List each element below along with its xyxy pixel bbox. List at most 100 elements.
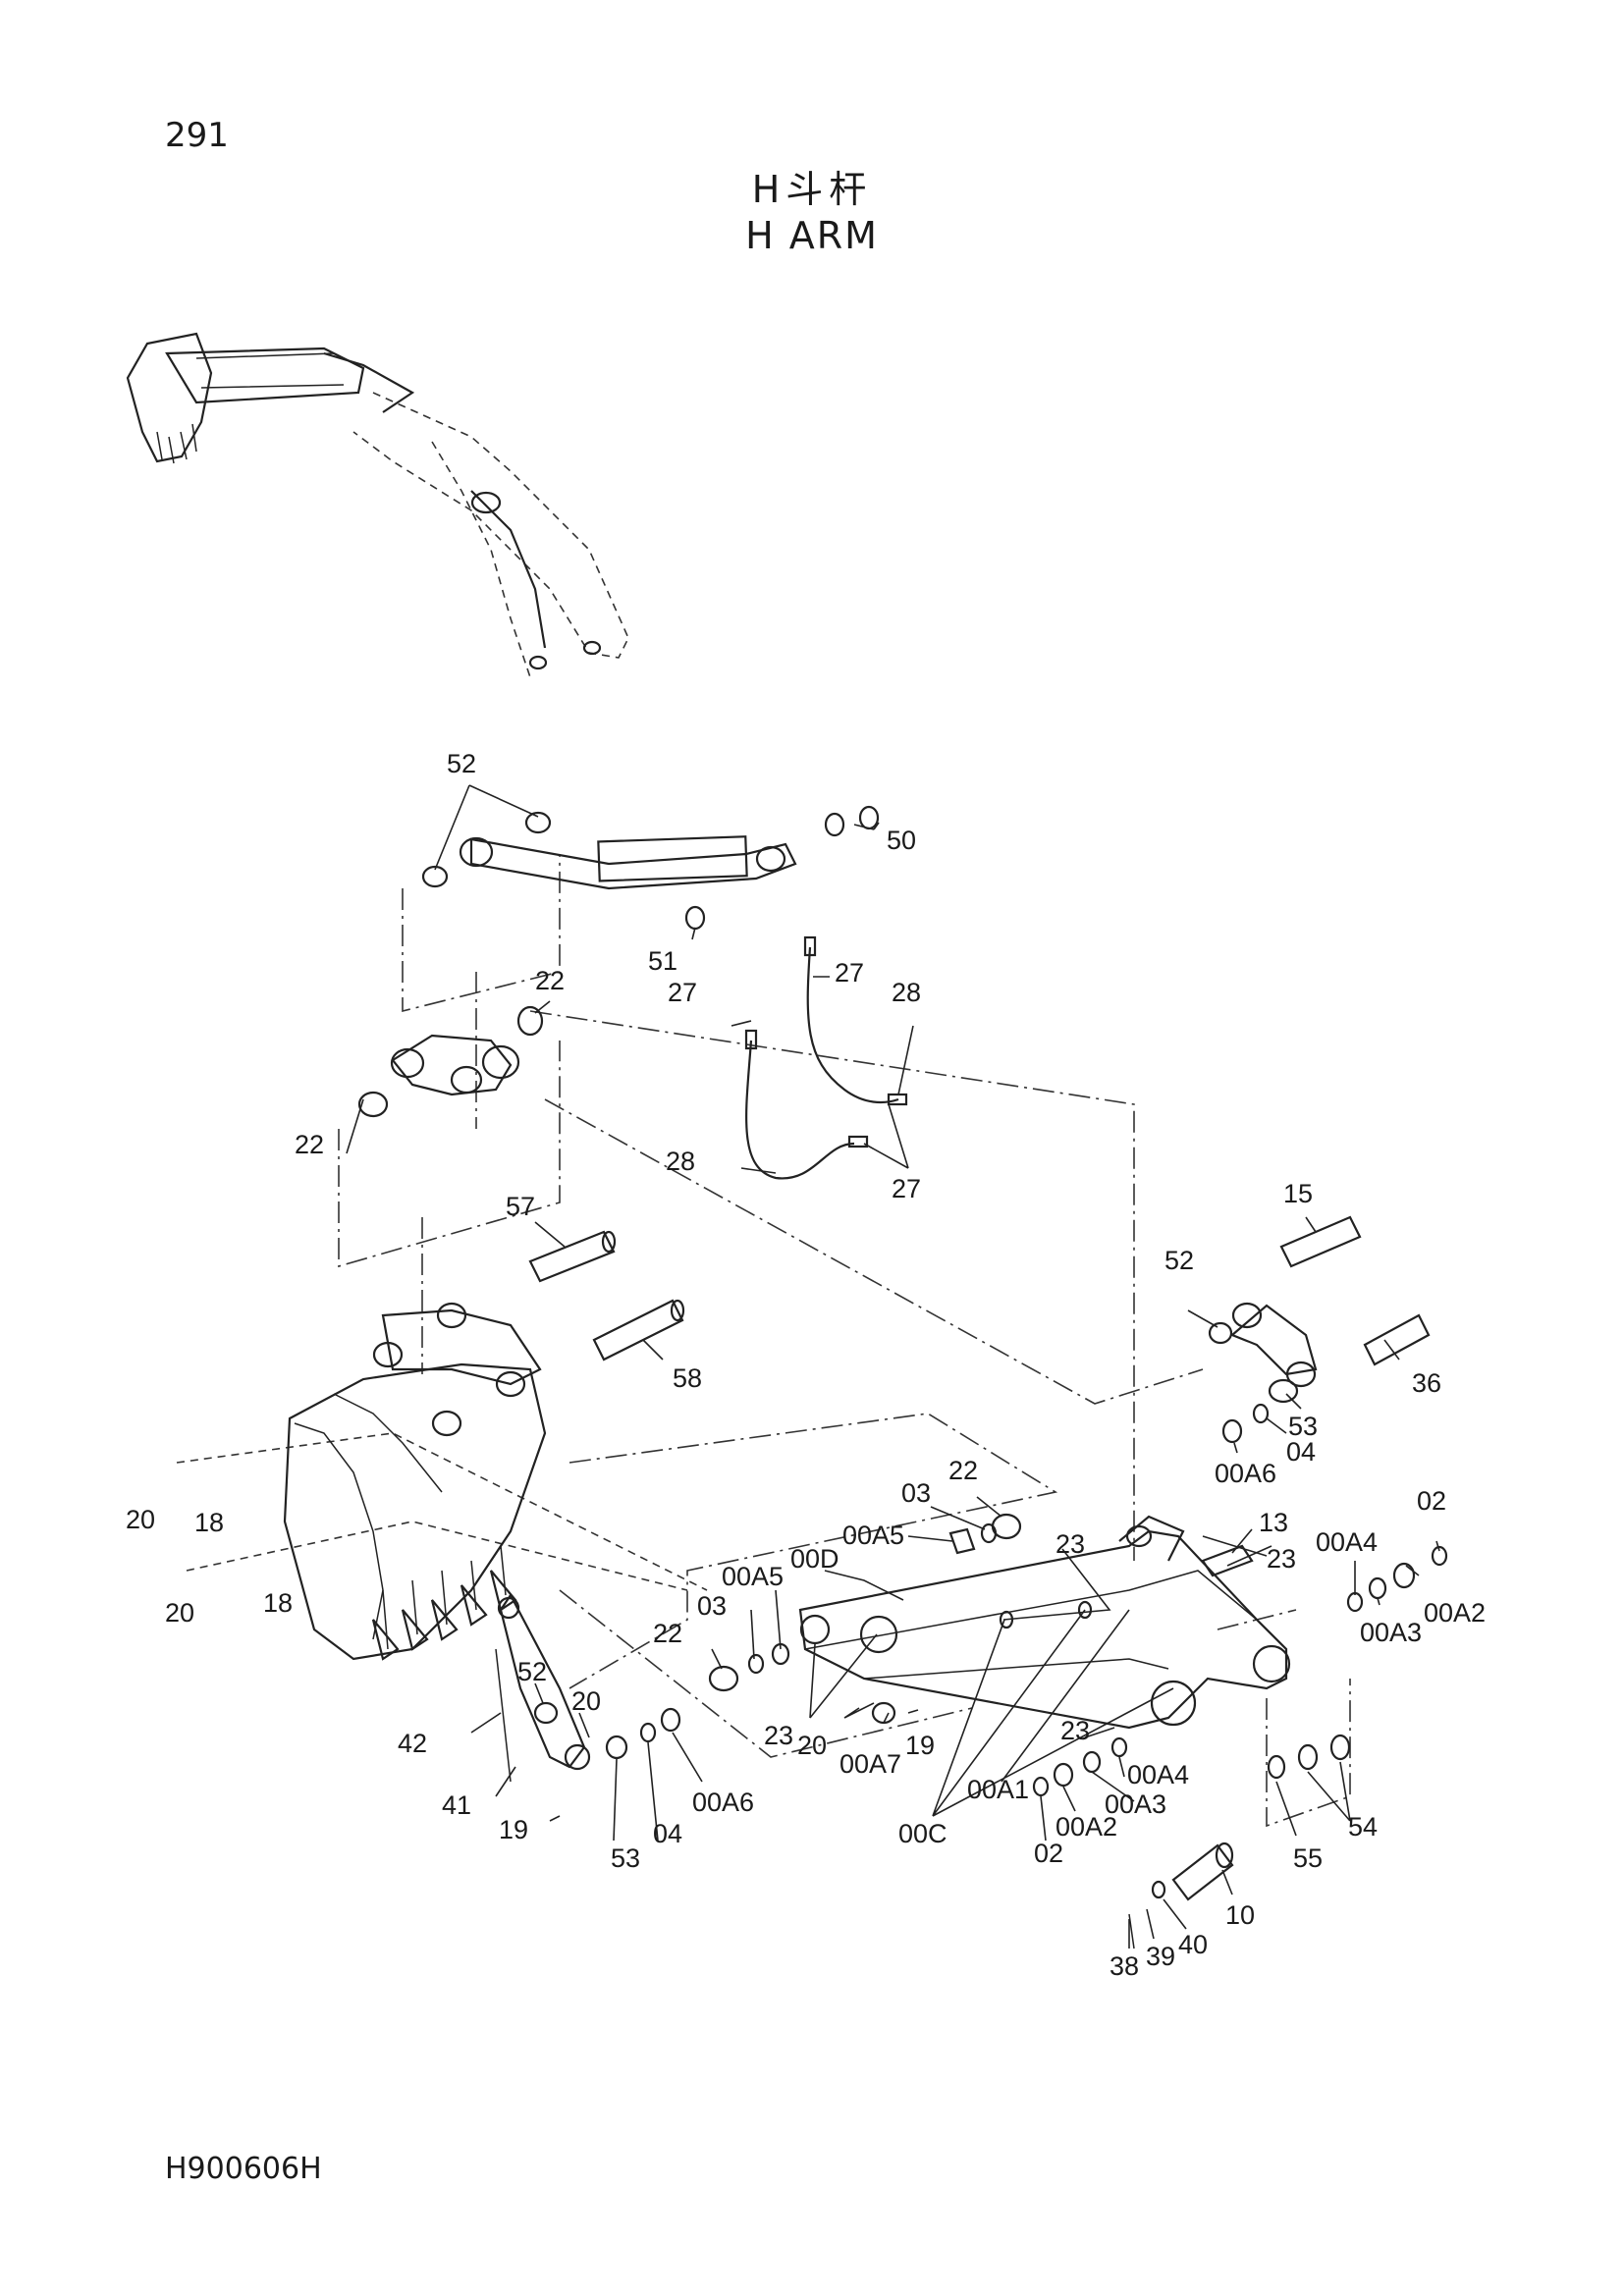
document-code: H900606H [165, 2152, 322, 2186]
o-ring-22-left [357, 1091, 389, 1118]
pins-57-58 [528, 1230, 685, 1362]
callout-22-link-right: 22 [535, 966, 565, 995]
callout-00A6-lower: 00A6 [692, 1788, 754, 1817]
callout-54: 54 [1348, 1812, 1378, 1842]
callout-20-lower: 20 [165, 1598, 194, 1628]
shim-51 [684, 905, 706, 931]
callout-20-upper: 20 [126, 1505, 155, 1534]
pin-10-assembly [1128, 1734, 1351, 1949]
seal-52-right [1208, 1321, 1233, 1345]
leader-lines [346, 784, 1440, 1949]
o-ring-22-upper [991, 1513, 1022, 1540]
overview-bucket [126, 332, 213, 463]
arm-hardware-centre [708, 1513, 1128, 1797]
shim-53-right [1268, 1378, 1299, 1404]
callout-22-upper: 22 [948, 1456, 978, 1485]
seal-52-left [421, 865, 449, 888]
callout-53-right: 53 [1288, 1412, 1318, 1441]
callout-labels: 52 50 51 22 27 28 27 28 27 22 57 58 15 5… [126, 749, 1486, 1981]
arm [798, 1515, 1291, 1730]
callout-04-lower: 04 [653, 1819, 682, 1848]
callout-00A3-right: 00A3 [1360, 1618, 1422, 1647]
callout-18-lower: 18 [263, 1588, 293, 1618]
callout-58: 58 [673, 1363, 702, 1393]
overview-sketch [126, 332, 629, 678]
side-link-assembly [495, 1592, 681, 1783]
callout-02-lower: 02 [1034, 1839, 1063, 1868]
shim-50-a [824, 812, 845, 837]
callout-22-link-left: 22 [295, 1130, 324, 1159]
ring-04-right [1252, 1403, 1270, 1424]
bucket [283, 1302, 547, 1661]
callout-03-upper: 03 [901, 1478, 931, 1508]
callout-00C: 00C [898, 1819, 947, 1848]
callout-00A2-right: 00A2 [1424, 1598, 1486, 1628]
callout-50: 50 [887, 826, 916, 855]
overview-link [323, 351, 415, 413]
callout-23-right: 23 [1267, 1544, 1296, 1574]
page-title-chinese: H斗杆 [751, 168, 873, 211]
bushing-00A6-right [1221, 1418, 1243, 1444]
callout-51: 51 [648, 946, 677, 976]
callout-23-lower: 23 [1060, 1716, 1090, 1745]
callout-52-right: 52 [1164, 1246, 1194, 1275]
callout-28-right: 28 [892, 978, 921, 1007]
callout-00A6-right: 00A6 [1215, 1459, 1276, 1488]
callout-19-link: 19 [499, 1815, 528, 1844]
callout-00A5-upper: 00A5 [842, 1521, 904, 1550]
callout-52-lower: 52 [517, 1657, 547, 1686]
overview-boom-outline [352, 392, 629, 659]
callout-00A3-lower: 00A3 [1105, 1789, 1166, 1819]
callout-55: 55 [1293, 1843, 1323, 1873]
callout-36: 36 [1412, 1368, 1441, 1398]
callout-23-lower-left: 23 [764, 1721, 793, 1750]
callout-04-right: 04 [1286, 1437, 1316, 1467]
o-ring-22-right [516, 1005, 544, 1037]
callout-23-upper: 23 [1056, 1529, 1085, 1559]
callout-00D: 00D [790, 1544, 839, 1574]
page-title-english: H ARM [745, 214, 879, 257]
bucket-cylinder [421, 805, 880, 931]
callout-40: 40 [1178, 1930, 1208, 1959]
callout-42: 42 [398, 1729, 427, 1758]
callout-03-lower: 03 [697, 1591, 727, 1621]
callout-00A4-right: 00A4 [1316, 1527, 1378, 1557]
callout-00A4-lower: 00A4 [1127, 1760, 1189, 1789]
callout-10: 10 [1225, 1900, 1255, 1930]
callout-38: 38 [1110, 1951, 1139, 1981]
callout-20-link: 20 [571, 1686, 601, 1716]
callout-20-arm: 20 [797, 1731, 827, 1760]
callout-53-lower: 53 [611, 1843, 640, 1873]
callout-27-upper: 27 [835, 958, 864, 988]
overview-arm [165, 347, 365, 404]
callout-27-lower: 27 [892, 1174, 921, 1203]
callout-57: 57 [506, 1192, 535, 1221]
callout-00A5-lower: 00A5 [722, 1562, 784, 1591]
pin-13 [1201, 1544, 1254, 1577]
guide-link [357, 1005, 544, 1118]
page-number: 291 [165, 116, 229, 155]
seal-52-top [524, 811, 552, 834]
callout-41: 41 [442, 1790, 471, 1820]
callout-27-left: 27 [668, 978, 697, 1007]
callout-00A2-lower: 00A2 [1056, 1812, 1117, 1842]
callout-28-left: 28 [666, 1147, 695, 1176]
callout-00A1: 00A1 [967, 1775, 1029, 1804]
callout-15: 15 [1283, 1179, 1313, 1208]
overview-boom-cylinder [470, 490, 547, 649]
hoses [744, 935, 908, 1180]
callout-39: 39 [1146, 1942, 1175, 1971]
arm-hardware-right [1201, 1215, 1448, 1613]
callout-18-upper: 18 [194, 1508, 224, 1537]
callout-19-arm: 19 [905, 1731, 935, 1760]
callout-00A7: 00A7 [839, 1749, 901, 1779]
o-ring-22-lower [708, 1665, 739, 1692]
seal-52-lower [533, 1701, 559, 1725]
grouping-lines [176, 854, 1351, 1828]
callout-13: 13 [1259, 1508, 1288, 1537]
callout-22-lower: 22 [653, 1619, 682, 1648]
callout-02-right: 02 [1417, 1486, 1446, 1516]
shim-50-b [858, 805, 880, 830]
callout-52-top: 52 [447, 749, 476, 778]
